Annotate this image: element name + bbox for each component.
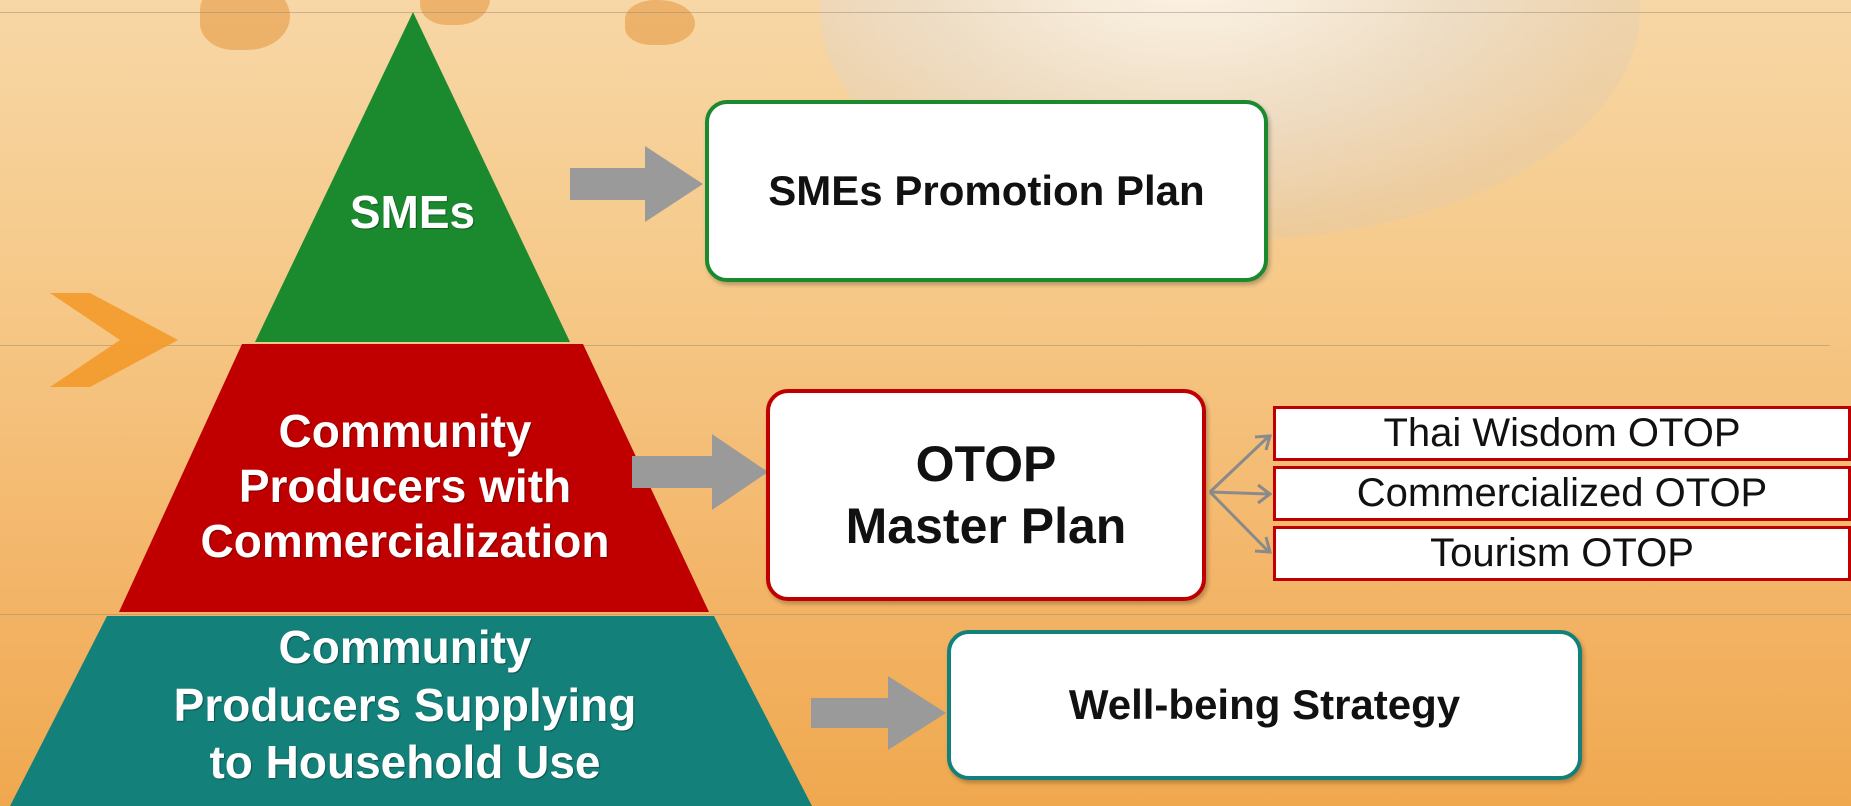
otop-master-plan-label: OTOP Master Plan [845, 435, 1127, 555]
otop-item-tourism: Tourism OTOP [1273, 526, 1851, 581]
arrow-to-otop-plan [632, 434, 768, 510]
divider-line [0, 614, 1851, 615]
pyramid-tier-commercialization [119, 344, 709, 612]
branch-arrows [1208, 434, 1273, 554]
otop-master-plan-box: OTOP Master Plan [766, 389, 1206, 601]
otop-item-label: Tourism OTOP [1430, 531, 1694, 575]
divider-line [0, 345, 1830, 346]
otop-item-label: Commercialized OTOP [1356, 471, 1768, 515]
wellbeing-strategy-label: Well-being Strategy [1068, 681, 1461, 728]
pyramid-tier-household [10, 616, 812, 806]
arrow-to-smes-plan [570, 146, 703, 222]
smes-promotion-plan-box: SMEs Promotion Plan [705, 100, 1268, 282]
smes-promotion-plan-label: SMEs Promotion Plan [768, 167, 1205, 214]
arrow-to-wellbeing [811, 676, 946, 750]
divider-line [0, 12, 1851, 13]
pyramid-tier-smes [255, 12, 570, 342]
otop-item-commercialized: Commercialized OTOP [1273, 466, 1851, 521]
background-landmass [625, 0, 695, 45]
tier-label-smes: SMEs [349, 186, 476, 238]
tier-label-household: Community Producers Supplying to Househo… [173, 621, 637, 788]
tier-label-commercialization: Community Producers with Commercializati… [200, 405, 610, 568]
background-landmass [200, 0, 290, 50]
wellbeing-strategy-box: Well-being Strategy [947, 630, 1582, 780]
otop-item-thai-wisdom: Thai Wisdom OTOP [1273, 406, 1851, 461]
otop-item-label: Thai Wisdom OTOP [1383, 411, 1741, 455]
chevron-decoration [50, 293, 178, 387]
